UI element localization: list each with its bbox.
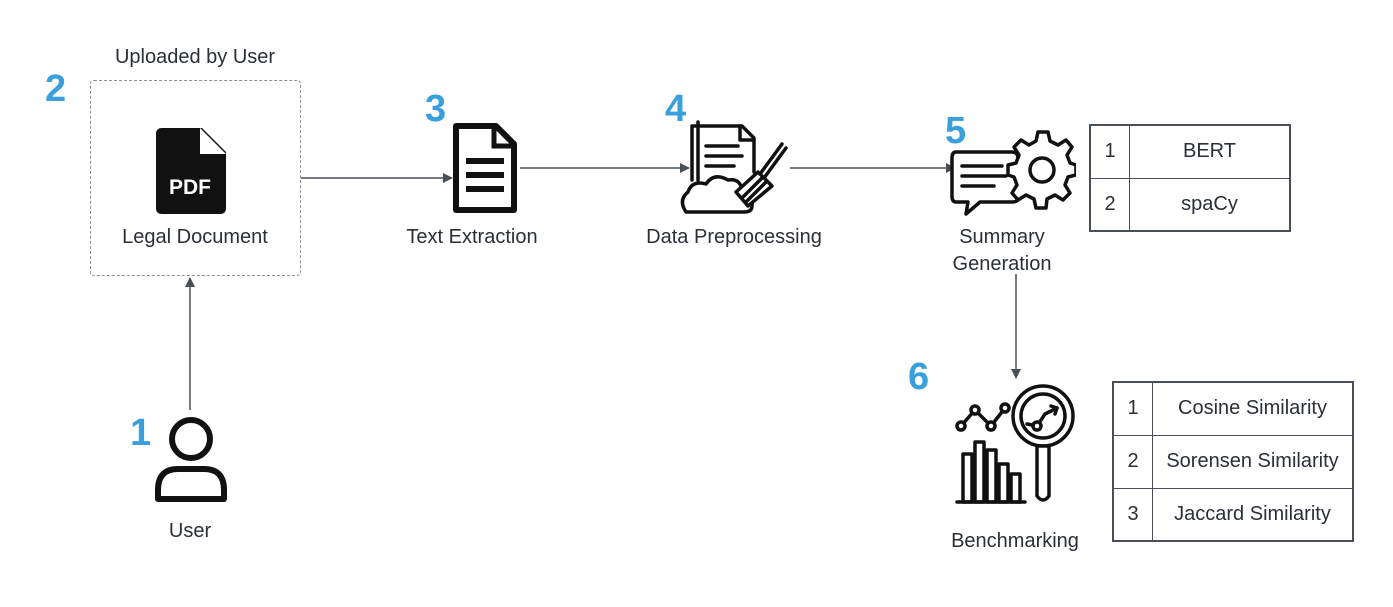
model-index: 2 bbox=[1089, 177, 1130, 232]
text-document-icon bbox=[453, 123, 517, 213]
metric-name: Sorensen Similarity bbox=[1152, 434, 1354, 489]
label-text-extraction: Text Extraction bbox=[406, 226, 538, 248]
summary-model-table: 1 BERT 2 spaCy bbox=[1089, 124, 1291, 232]
model-index: 1 bbox=[1089, 124, 1130, 179]
model-name: BERT bbox=[1129, 124, 1291, 179]
metric-index: 2 bbox=[1112, 434, 1153, 489]
step-number-1: 1 bbox=[130, 412, 152, 454]
label-data-preprocessing: Data Preprocessing bbox=[646, 226, 822, 248]
table-row: 1 BERT bbox=[1089, 124, 1291, 179]
model-name: spaCy bbox=[1129, 177, 1291, 232]
step-number-2: 2 bbox=[45, 68, 67, 110]
benchmark-metric-table: 1 Cosine Similarity 2 Sorensen Similarit… bbox=[1112, 381, 1354, 542]
summary-gear-icon bbox=[950, 130, 1076, 216]
analytics-magnifier-icon bbox=[955, 384, 1075, 504]
label-benchmarking: Benchmarking bbox=[951, 530, 1079, 552]
pdf-icon-text: PDF bbox=[169, 176, 211, 199]
table-row: 1 Cosine Similarity bbox=[1112, 381, 1354, 436]
metric-index: 1 bbox=[1112, 381, 1153, 436]
document-cleaning-icon bbox=[680, 120, 788, 214]
step-number-4: 4 bbox=[665, 88, 687, 130]
label-legal-document: Legal Document bbox=[122, 226, 268, 248]
metric-index: 3 bbox=[1112, 487, 1153, 542]
table-row: 2 Sorensen Similarity bbox=[1112, 434, 1354, 489]
step-number-5: 5 bbox=[945, 110, 967, 152]
group-label-uploaded-by-user: Uploaded by User bbox=[114, 46, 276, 68]
upload-group-box bbox=[90, 80, 301, 276]
label-user: User bbox=[168, 520, 212, 542]
metric-name: Cosine Similarity bbox=[1152, 381, 1354, 436]
step-number-3: 3 bbox=[425, 88, 447, 130]
pdf-file-icon: PDF bbox=[156, 128, 226, 214]
table-row: 3 Jaccard Similarity bbox=[1112, 487, 1354, 542]
table-row: 2 spaCy bbox=[1089, 177, 1291, 232]
user-icon bbox=[155, 417, 227, 502]
label-summary-line2: Generation bbox=[952, 253, 1052, 275]
label-summary-line1: Summary bbox=[959, 226, 1045, 248]
metric-name: Jaccard Similarity bbox=[1152, 487, 1354, 542]
step-number-6: 6 bbox=[908, 356, 930, 398]
